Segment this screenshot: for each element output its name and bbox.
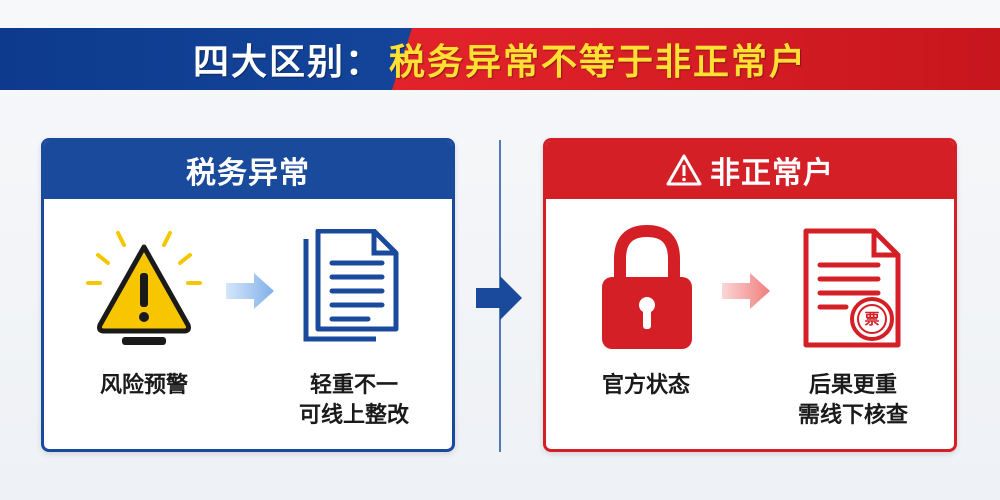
risk-warning-label: 风险预警 — [74, 371, 214, 401]
abnormal-account-header: 非正常户 — [546, 141, 954, 199]
banner-title: 四大区别： 税务异常不等于非正常户 — [0, 28, 1000, 90]
banner-title-prefix: 四大区别： — [192, 42, 383, 83]
invoice-stamp: 票 — [860, 307, 884, 331]
tax-anomaly-title: 税务异常 — [186, 156, 310, 191]
abnormal-account-panel: 非正常户 票 — [543, 138, 957, 452]
invoice-document-icon — [803, 228, 901, 348]
online-fix-line1: 轻重不一 — [309, 373, 398, 398]
document-icon — [303, 229, 399, 342]
offline-check-line2: 需线下核查 — [797, 403, 908, 428]
lock-icon — [602, 224, 692, 349]
tax-anomaly-header: 税务异常 — [44, 141, 452, 199]
arrow-right-icon — [226, 273, 274, 309]
header-banner: 四大区别： 税务异常不等于非正常户 — [0, 28, 1000, 90]
invoice-stamp-text: 票 — [864, 310, 880, 328]
online-fix-label: 轻重不一 可线上整改 — [279, 371, 429, 431]
online-fix-line2: 可线上整改 — [298, 403, 409, 428]
tax-anomaly-panel: 税务异常 — [41, 138, 455, 452]
arrow-right-red-icon — [722, 273, 770, 309]
abnormal-account-title: 非正常户 — [710, 156, 834, 191]
warning-icon — [86, 231, 202, 345]
offline-check-line1: 后果更重 — [808, 373, 897, 398]
risk-warning-text: 风险预警 — [99, 373, 188, 398]
center-arrow-icon — [476, 276, 522, 320]
official-status-label: 官方状态 — [576, 371, 716, 401]
official-status-text: 官方状态 — [601, 373, 690, 398]
banner-title-main: 税务异常不等于非正常户 — [389, 42, 808, 83]
offline-check-label: 后果更重 需线下核查 — [778, 371, 928, 431]
banner-background — [0, 28, 1000, 90]
warning-outline-icon — [666, 154, 702, 186]
